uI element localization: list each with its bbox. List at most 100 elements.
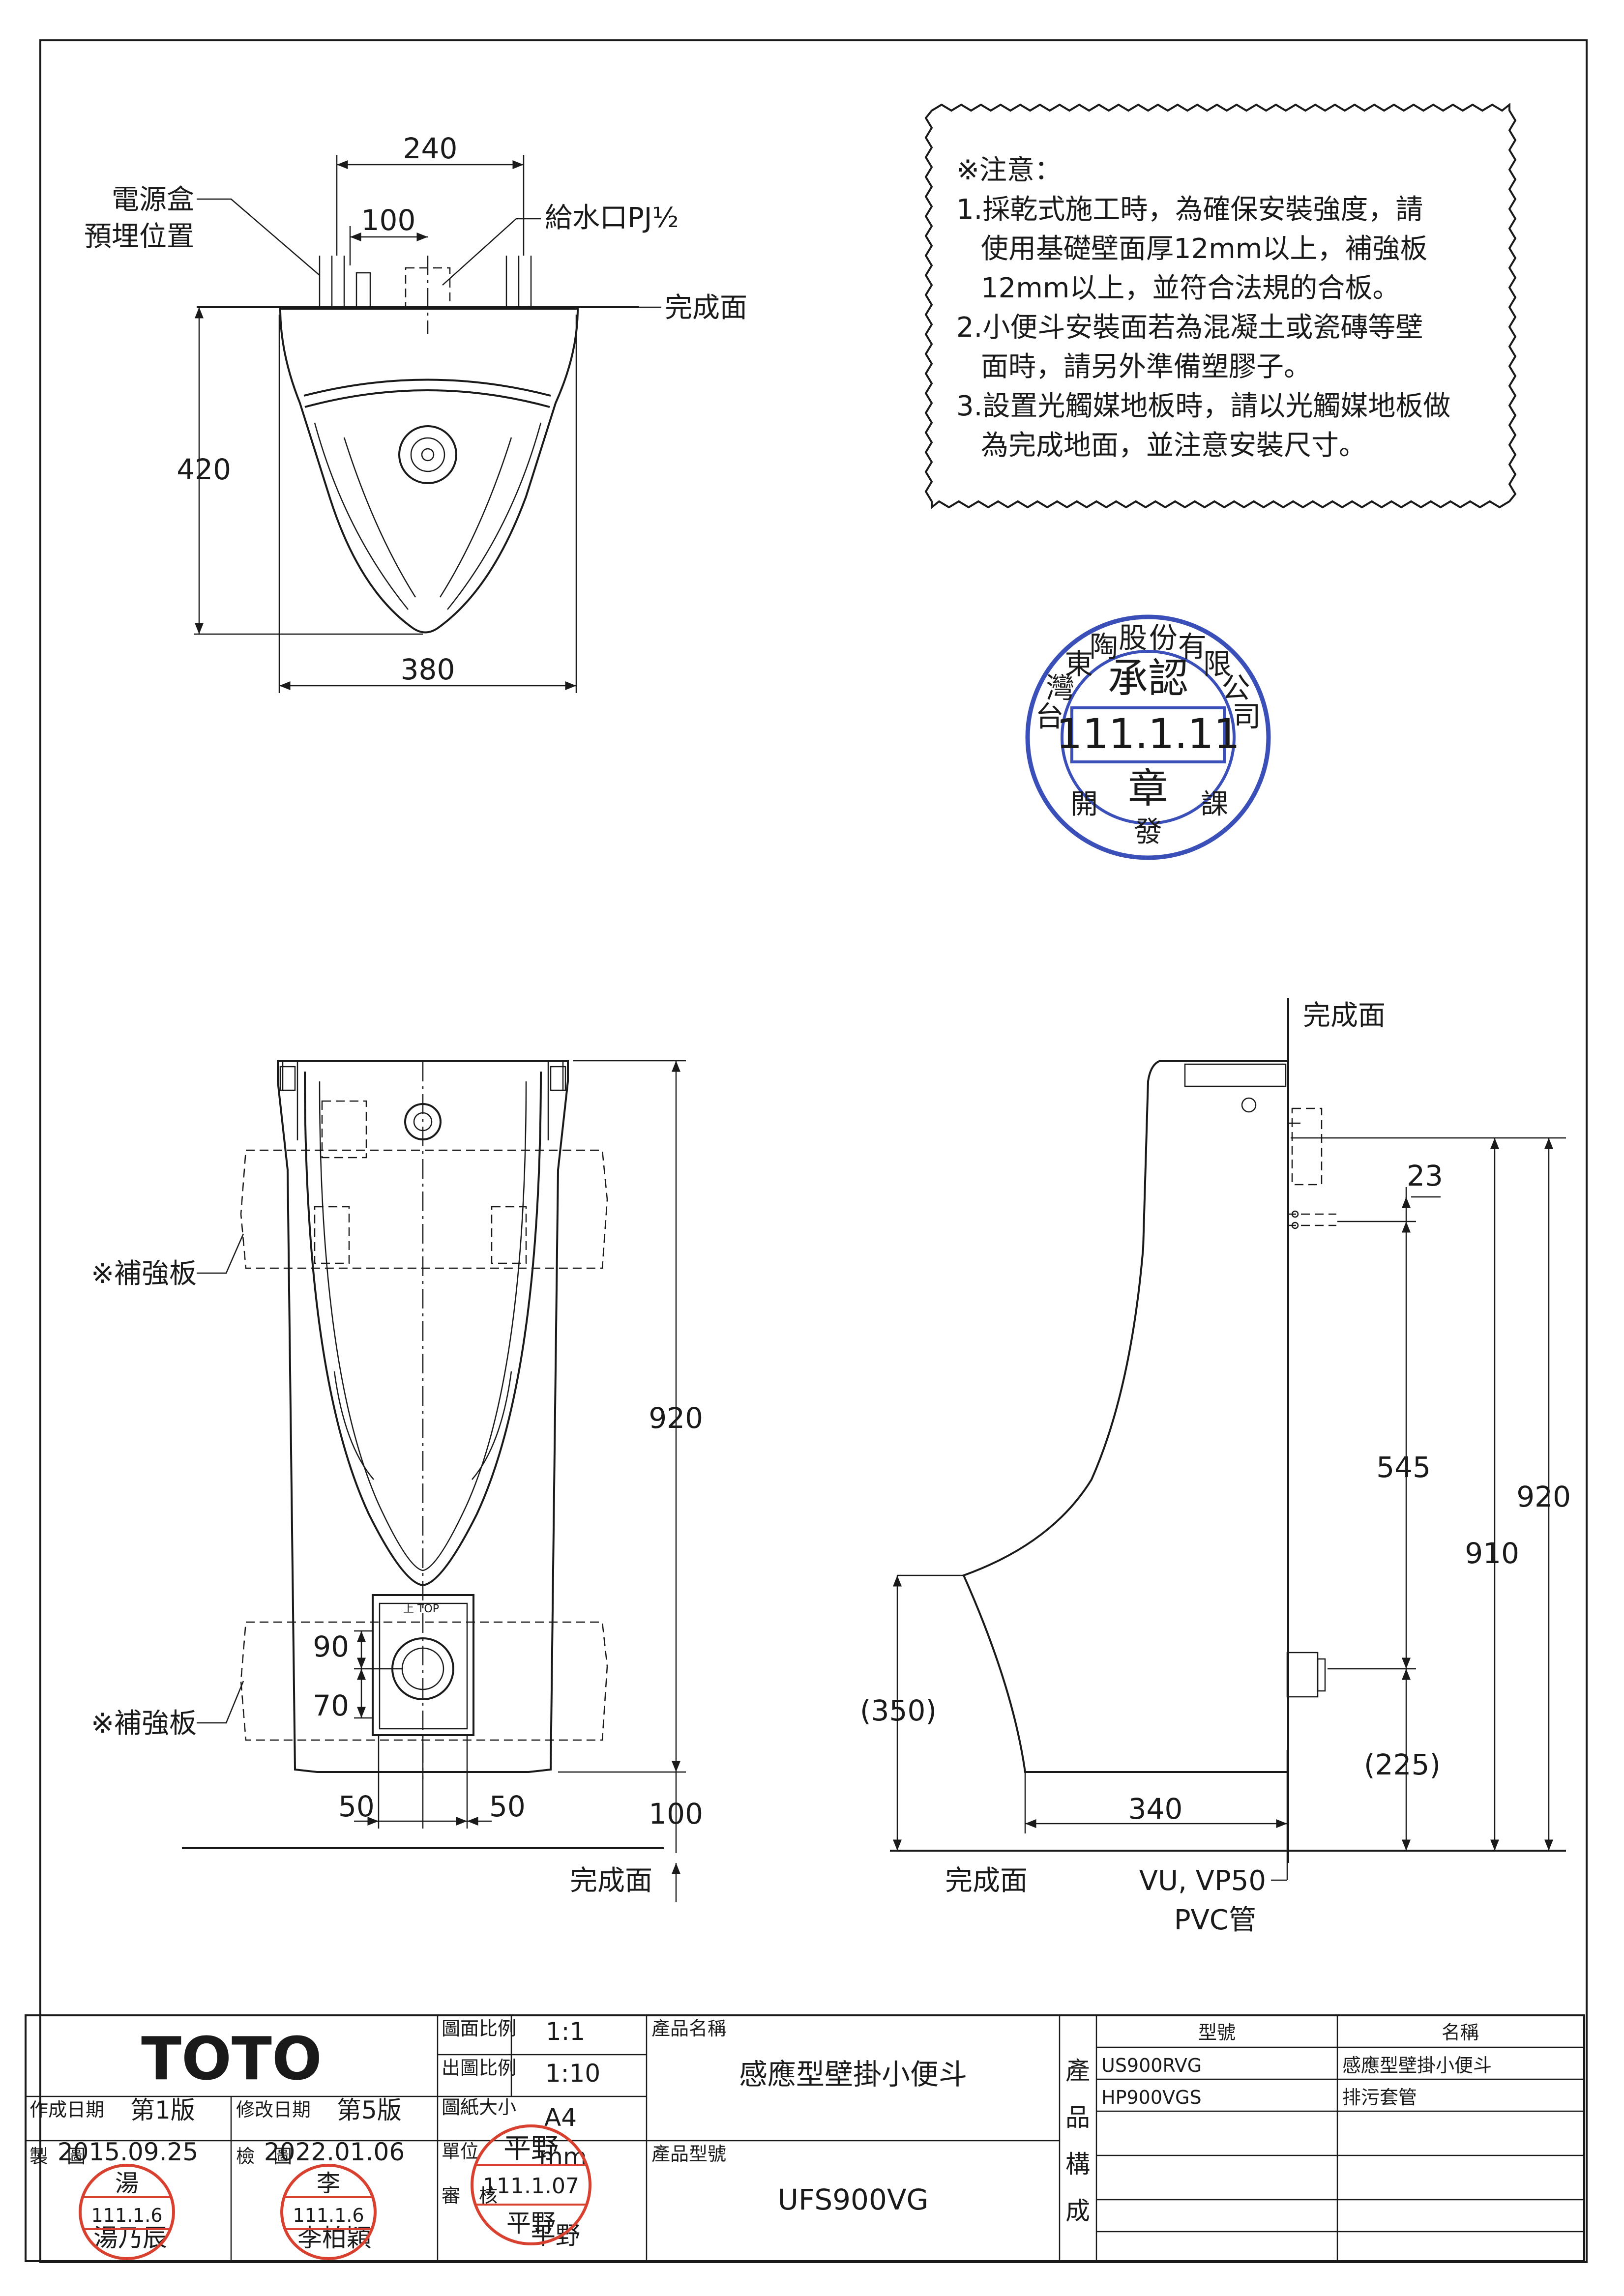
part-1-model: US900RVG <box>1101 2055 1202 2076</box>
label-power-box-position: 預埋位置 <box>84 221 194 253</box>
review-label: 審 核 <box>442 2185 498 2207</box>
stamp-corner-right: 課 <box>1201 788 1228 820</box>
dim-front-90: 90 <box>313 1630 349 1663</box>
stamp-company-char: 有 <box>1178 630 1207 664</box>
unit-label: 單位 <box>442 2141 479 2162</box>
created-date: 2015.09.25 <box>58 2138 198 2166</box>
stamp-company-char: 公 <box>1222 671 1250 705</box>
stamp-checked-name: 李 <box>317 2170 340 2197</box>
stamp-drawn: 湯 111.1.6 <box>79 2164 175 2260</box>
stamp-review-date: 111.1.07 <box>483 2174 579 2199</box>
stamp-company-char: 股 <box>1119 621 1147 654</box>
side-view <box>890 998 1566 1881</box>
stamp-date: 111.1.11 <box>1056 710 1240 758</box>
dim-front-50-left: 50 <box>338 1790 375 1823</box>
dim-plan-240: 240 <box>403 132 458 165</box>
plan-view <box>194 155 661 693</box>
dim-side-340: 340 <box>1128 1792 1183 1826</box>
notes-line-3: 12mm以上，並符合法規的合板。 <box>981 272 1400 304</box>
checked-label: 檢 圖 <box>236 2146 292 2167</box>
revised-label: 修改日期 <box>236 2099 311 2121</box>
product-model: UFS900VG <box>778 2183 929 2216</box>
stamp-review-sub: 平野 <box>506 2209 556 2238</box>
dim-side-910: 910 <box>1465 1537 1519 1570</box>
notes-box <box>924 102 1517 510</box>
dim-front-70: 70 <box>313 1689 349 1722</box>
stamp-company-char: 份 <box>1149 621 1178 654</box>
label-water-inlet: 給水口PJ½ <box>545 202 679 234</box>
stamp-checked: 李 111.1.6 <box>280 2164 377 2260</box>
title-block <box>25 2014 1585 2262</box>
svg-text:上 TOP: 上 TOP <box>403 1603 439 1615</box>
stamp-review-name: 平野 <box>503 2133 559 2165</box>
notes-line-2: 使用基礎壁面厚12mm以上，補強板 <box>981 233 1427 265</box>
drawn-label: 製 圖 <box>30 2146 86 2167</box>
dim-side-350: (350) <box>860 1694 937 1727</box>
stamp-drawn-date: 111.1.6 <box>91 2205 162 2226</box>
dim-front-100: 100 <box>649 1797 703 1831</box>
stamp-company-char: 限 <box>1203 647 1232 681</box>
product-model-label: 產品型號 <box>651 2143 726 2165</box>
notes-line-6: 3.設置光觸媒地板時，請以光觸媒地板做 <box>956 390 1450 422</box>
stamp-title: 承認 <box>1108 655 1188 702</box>
revised-edition: 第5版 <box>337 2096 402 2124</box>
dim-plan-100: 100 <box>361 203 416 237</box>
notes-line-7: 為完成地面，並注意安裝尺寸。 <box>981 430 1366 462</box>
stamp-seal: 章 <box>1128 765 1168 812</box>
stamp-issue: 發 <box>1134 815 1162 848</box>
stamp-company-char: 司 <box>1232 699 1261 733</box>
stamp-company-char: 灣 <box>1046 671 1074 705</box>
stamp-company-char: 東 <box>1064 647 1093 681</box>
sheet-border <box>39 39 1588 2263</box>
dim-plan-380: 380 <box>401 653 455 686</box>
approval-stamp: 承認 111.1.11 章 發 開 課 台灣東陶股份有限公司 <box>1025 614 1271 860</box>
product-name-label: 產品名稱 <box>651 2018 726 2039</box>
table-header-name: 名稱 <box>1442 2022 1479 2043</box>
created-edition: 第1版 <box>130 2096 195 2124</box>
label-reinforcement-top: ※補強板 <box>91 1258 197 1290</box>
part-2-model: HP900VGS <box>1101 2087 1202 2108</box>
revised-date: 2022.01.06 <box>264 2138 405 2166</box>
composition-label-char: 品 <box>1065 2103 1090 2132</box>
part-2-name: 排污套管 <box>1342 2087 1417 2108</box>
part-1-name: 感應型壁掛小便斗 <box>1342 2055 1492 2076</box>
composition-label-char: 構 <box>1065 2150 1090 2179</box>
paper-label: 圖紙大小 <box>442 2096 516 2118</box>
stamp-corner-left: 開 <box>1070 788 1098 820</box>
scale-drawing-label: 圖面比例 <box>442 2018 516 2039</box>
label-finish-floor-side: 完成面 <box>945 1865 1028 1897</box>
stamp-company-char: 陶 <box>1090 630 1118 664</box>
dim-side-545: 545 <box>1376 1451 1431 1484</box>
scale-drawing-value: 1:1 <box>546 2017 585 2046</box>
dim-side-225: (225) <box>1364 1748 1441 1781</box>
front-view: 上 TOP <box>182 1060 686 1902</box>
label-finish-floor-front: 完成面 <box>570 1865 652 1897</box>
stamp-company: 台灣東陶股份有限公司 <box>1035 621 1261 733</box>
dim-side-920: 920 <box>1516 1480 1571 1513</box>
composition-label: 產品構成 <box>1065 2057 1090 2225</box>
unit-value: mm <box>539 2143 587 2171</box>
paper-value: A4 <box>544 2103 577 2132</box>
brand-logo: TOTO <box>141 2025 322 2093</box>
label-pipe-type: VU, VP50 <box>1139 1865 1266 1897</box>
dim-plan-420: 420 <box>177 453 231 486</box>
composition-label-char: 成 <box>1065 2197 1090 2225</box>
table-header-model: 型號 <box>1198 2022 1236 2043</box>
label-finish-surface-plan: 完成面 <box>665 292 747 324</box>
scale-output-label: 出圖比例 <box>442 2057 516 2079</box>
label-reinforcement-bottom: ※補強板 <box>91 1708 197 1740</box>
notes-title: ※注意： <box>956 154 1062 186</box>
dim-front-920: 920 <box>649 1401 703 1435</box>
composition-label-char: 產 <box>1065 2057 1090 2085</box>
stamp-drawn-name: 湯 <box>115 2170 139 2197</box>
stamp-review: 平野 111.1.07 平野 <box>471 2124 591 2245</box>
notes-line-1: 1.採乾式施工時，為確保安裝強度，請 <box>956 194 1423 226</box>
created-label: 作成日期 <box>30 2099 104 2121</box>
notes-line-4: 2.小便斗安裝面若為混凝土或瓷磚等壁 <box>956 312 1423 344</box>
stamp-checked-date: 111.1.6 <box>293 2205 364 2226</box>
notes-line-5: 面時，請另外準備塑膠子。 <box>981 351 1311 383</box>
stamp-company-char: 台 <box>1035 699 1063 733</box>
label-pipe-material: PVC管 <box>1174 1904 1256 1936</box>
dim-front-50-right: 50 <box>489 1790 526 1823</box>
